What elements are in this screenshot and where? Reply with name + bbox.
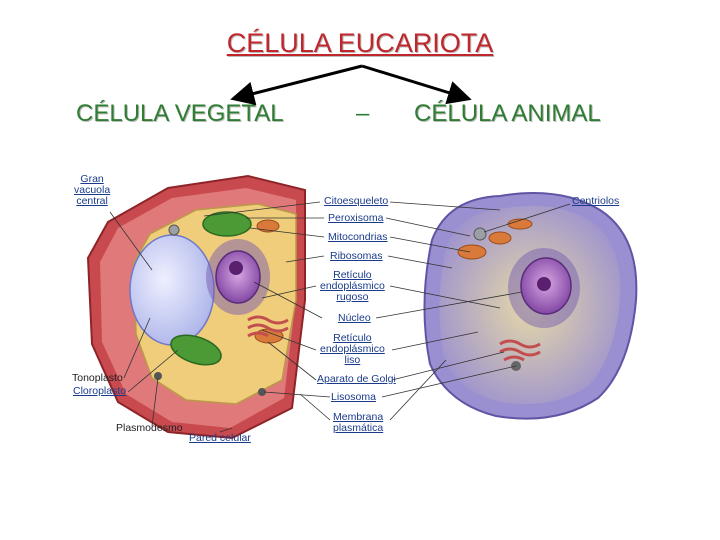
label-tonoplast: Tonoplasto: [72, 373, 123, 384]
label-plasma-membrane: Membrana plasmática: [333, 412, 383, 434]
label-nucleus: Núcleo: [338, 313, 371, 324]
label-chloroplast: Cloroplasto: [73, 386, 126, 397]
label-rough-er: Retículo endoplásmico rugoso: [320, 270, 385, 303]
label-central-vacuole: Gran vacuola central: [74, 174, 110, 207]
label-ribosomes: Ribosomas: [330, 251, 383, 262]
label-plasmodesma: Plasmodesmo: [116, 423, 183, 434]
plant-cell-illustration: [88, 176, 305, 438]
label-lysosome: Lisosoma: [331, 392, 376, 403]
plant-nucleus: [216, 251, 260, 303]
animal-cell-illustration: [424, 193, 636, 419]
label-mitochondria: Mitocondrias: [328, 232, 388, 243]
title-arrows: [236, 66, 466, 98]
label-cell-wall: Pared celular: [189, 433, 251, 444]
label-peroxisome: Peroxisoma: [328, 213, 383, 224]
label-smooth-er: Retículo endoplásmico liso: [320, 333, 385, 366]
label-cytoskeleton: Citoesqueleto: [324, 196, 388, 207]
central-vacuole: [130, 235, 214, 345]
label-centrioles: Centriolos: [572, 196, 619, 207]
label-golgi: Aparato de Golgi: [317, 374, 396, 385]
